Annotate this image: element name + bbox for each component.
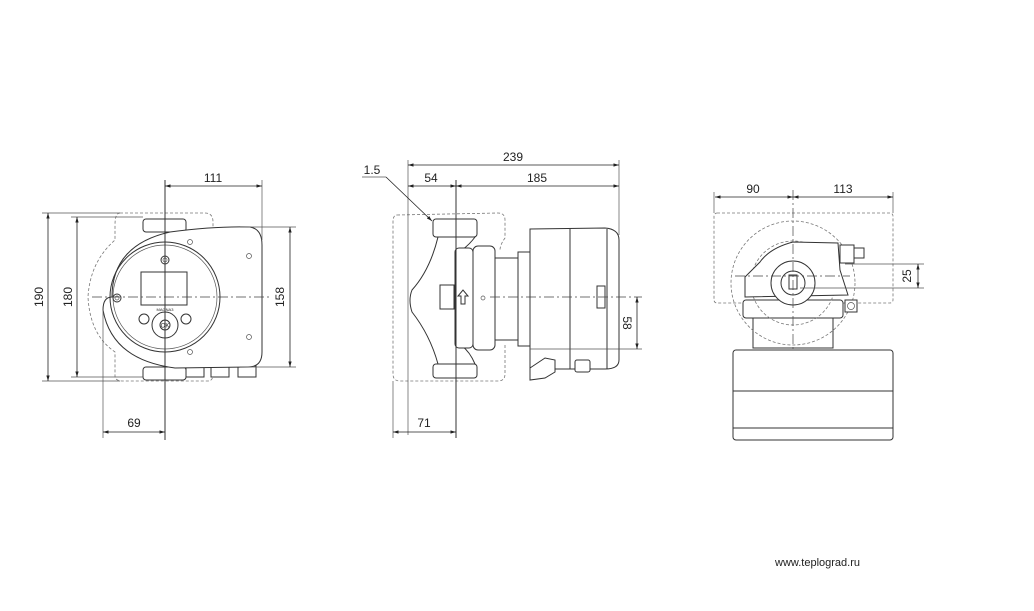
flow-arrow-icon <box>456 289 470 305</box>
dim-71: 71 <box>417 416 431 430</box>
dim-239: 239 <box>503 150 523 164</box>
dim-185: 185 <box>527 171 547 185</box>
top-motor-box <box>732 349 894 441</box>
pump-head <box>472 245 496 351</box>
dim-69: 69 <box>127 416 141 430</box>
display-screen <box>140 271 188 306</box>
dim-54: 54 <box>424 171 438 185</box>
dim-25: 25 <box>900 269 914 283</box>
website-url: www.teplograd.ru <box>775 557 860 569</box>
front-view: OK MAGNA3 111 190 180 158 69 <box>32 171 296 440</box>
motor-housing <box>529 227 620 370</box>
dim-90: 90 <box>746 182 760 196</box>
dim-180: 180 <box>61 287 75 307</box>
dim-190: 190 <box>32 287 46 307</box>
dim-58: 58 <box>620 316 634 330</box>
side-view: 239 54 185 1.5 71 58 <box>362 150 642 438</box>
dim-158: 158 <box>273 287 287 307</box>
home-button <box>138 313 150 325</box>
dim-1-5: 1.5 <box>364 163 381 177</box>
top-view: 90 113 25 <box>713 182 924 441</box>
front-outline-dashed <box>87 212 214 382</box>
back-button <box>180 313 192 325</box>
side-outline-dashed <box>392 212 506 382</box>
dim-111: 111 <box>204 171 223 185</box>
dim-113: 113 <box>833 182 852 196</box>
connector <box>839 244 855 264</box>
